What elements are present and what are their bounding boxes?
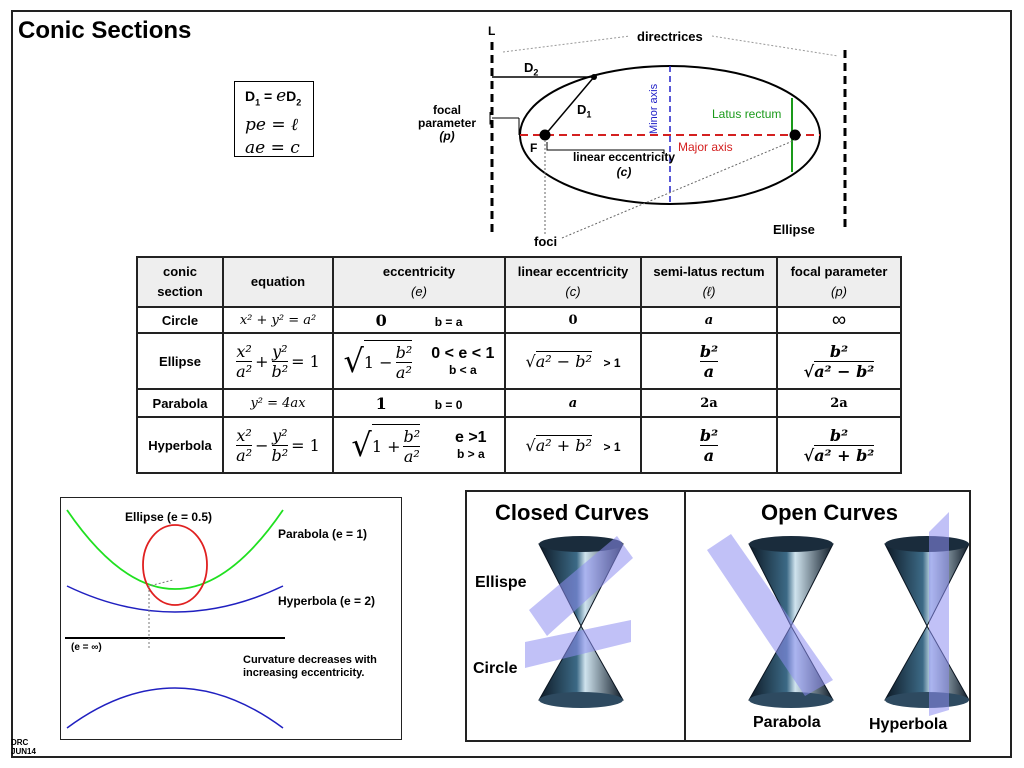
- cones-illustration: [525, 512, 969, 716]
- page-title: Conic Sections: [18, 17, 192, 44]
- ellipse-diagram-label: Ellipse: [773, 222, 815, 237]
- ellipse-curve-label: Ellipse (e = 0.5): [125, 510, 213, 524]
- d2-label: D2: [524, 60, 539, 78]
- focus-left: [539, 129, 551, 141]
- cones-divider: [684, 492, 686, 740]
- hyperbola-cone-label: Hyperbola: [869, 716, 948, 733]
- relation-line-2: pe = ℓ: [245, 115, 299, 136]
- header-semi-latus-rectum: semi-latus rectum(ℓ): [640, 256, 778, 308]
- d1-label: D1: [577, 102, 592, 120]
- linear-ecc-bracket: [546, 142, 665, 154]
- directrices-pointer-left: [502, 35, 631, 53]
- credit: DRC JUN14: [11, 738, 36, 756]
- curvature-panel: Ellipse (e = 0.5) Parabola (e = 1) Hyper…: [60, 497, 402, 740]
- parabola-curve: [66, 509, 284, 590]
- focus-guide: [148, 579, 174, 648]
- relations-box: D1 = eD2 pe = ℓ ae = c: [234, 81, 314, 159]
- focal-cell-ellipse: b²√a² − b²: [776, 332, 902, 390]
- infinite-label: (e = ∞): [71, 642, 102, 653]
- hyperbola-curve-lower: [66, 687, 284, 729]
- latus-rectum-label: Latus rectum: [712, 107, 782, 121]
- focal-parameter-label: focal parameter (p): [417, 103, 477, 143]
- directrices-label: directrices: [637, 29, 703, 44]
- parabola-double-cone: [707, 534, 834, 708]
- linear-cell-ellipse: √a² − b² > 1: [504, 332, 642, 390]
- ellipse-cone-label: Ellispe: [475, 574, 527, 591]
- linear-eccentricity-label: linear eccentricity (c): [572, 150, 676, 179]
- foci-label: foci: [534, 234, 558, 249]
- page-frame: [11, 10, 1012, 758]
- circle-cone-label: Circle: [473, 660, 518, 677]
- open-curves-heading: Open Curves: [761, 500, 898, 525]
- linear-cell-hyperbola: √a² + b² > 1: [504, 416, 642, 474]
- focal-parameter-pointer: [489, 112, 492, 125]
- ellipse-diagram: [489, 35, 847, 239]
- header-eccentricity: eccentricity(e): [332, 256, 506, 308]
- point-on-ellipse: [591, 74, 597, 80]
- focus-right: [789, 129, 801, 141]
- hyperbola-curve-upper: [66, 585, 284, 613]
- curvature-note: Curvature decreases with increasing ecce…: [243, 654, 377, 679]
- parabola-cone-label: Parabola: [753, 714, 821, 731]
- header-focal-parameter: focal parameter(p): [776, 256, 902, 308]
- d1-segment: [544, 76, 595, 136]
- relation-line-1: D1 = eD2: [245, 86, 302, 108]
- focus-f-label: F: [530, 141, 538, 155]
- header-linear-eccentricity: linear eccentricity(c): [504, 256, 642, 308]
- parabola-curve-label: Parabola (e = 1): [278, 527, 368, 541]
- closed-curves-heading: Closed Curves: [495, 500, 650, 525]
- curvature-plot: [65, 509, 285, 729]
- hyperbola-double-cone: [884, 512, 969, 716]
- minor-axis-label: Minor axis: [648, 83, 660, 134]
- major-axis-label: Major axis: [678, 140, 733, 154]
- hyperbola-curve-label: Hyperbola (e = 2): [278, 594, 376, 608]
- directrices-pointer-right: [711, 35, 839, 57]
- cones-panel: Closed Curves Open Curves: [465, 490, 971, 742]
- focal-cell-hyperbola: b²√a² + b²: [776, 416, 902, 474]
- directrix-label-l: L: [488, 24, 496, 38]
- ellipse-curve: [142, 524, 208, 606]
- relation-line-3: ae = c: [245, 138, 300, 159]
- closed-double-cone: [525, 536, 633, 708]
- header-equation: equation: [222, 256, 334, 308]
